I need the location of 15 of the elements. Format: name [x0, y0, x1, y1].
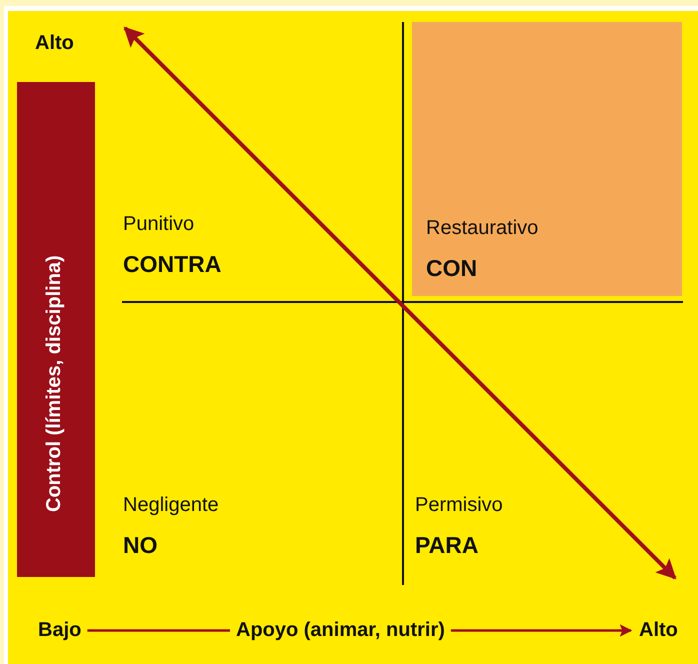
style-name: Permisivo — [415, 494, 503, 517]
axis-title: Control (límites, disciplina) — [43, 254, 66, 512]
style-keyword: CONTRA — [123, 251, 222, 278]
style-name: Punitivo — [123, 213, 194, 236]
style-name: Restaurativo — [426, 217, 538, 240]
highlighted-quadrant — [412, 22, 682, 296]
axis-end-label: Bajo — [38, 619, 82, 642]
axis-title: Apoyo (animar, nutrir) — [236, 619, 445, 642]
axis-end-label: Alto — [35, 32, 74, 55]
style-name: Negligente — [123, 494, 219, 517]
style-keyword: NO — [123, 532, 158, 559]
style-keyword: PARA — [415, 532, 478, 559]
style-keyword: CON — [426, 255, 478, 282]
axis-end-label: Alto — [639, 619, 678, 642]
axis-label-bar — [17, 82, 95, 577]
